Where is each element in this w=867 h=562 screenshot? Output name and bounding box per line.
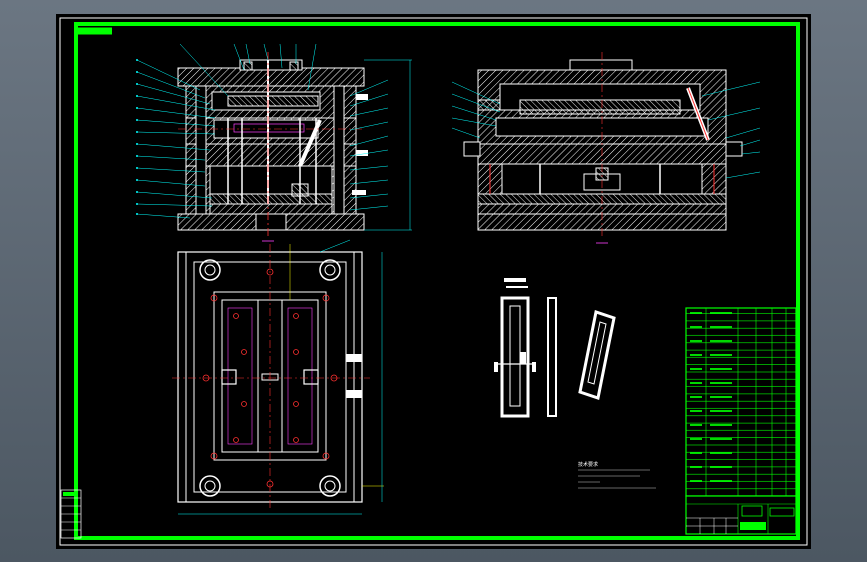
guide-pillar-icon: [195, 85, 345, 215]
revision-stamp-box: [60, 489, 82, 539]
callout-dots: [136, 59, 138, 215]
sheet-outer-frame: [59, 17, 808, 546]
parts-list-table[interactable]: [685, 307, 797, 497]
fastener-bolt-icon: [352, 94, 368, 195]
plan-view[interactable]: [172, 244, 384, 515]
sheet-green-border: [74, 22, 800, 540]
front-section-view[interactable]: [177, 52, 412, 236]
part-detail-sketches[interactable]: [494, 278, 616, 418]
side-section-view[interactable]: [463, 52, 743, 236]
leader-callout-icon: [136, 43, 389, 219]
guide-bushing-set: [199, 259, 341, 497]
title-block[interactable]: [685, 495, 797, 535]
side-view-leaders: [451, 81, 761, 179]
technical-notes: 技术要求: [578, 461, 656, 489]
notes-heading: 技术要求: [578, 461, 598, 468]
